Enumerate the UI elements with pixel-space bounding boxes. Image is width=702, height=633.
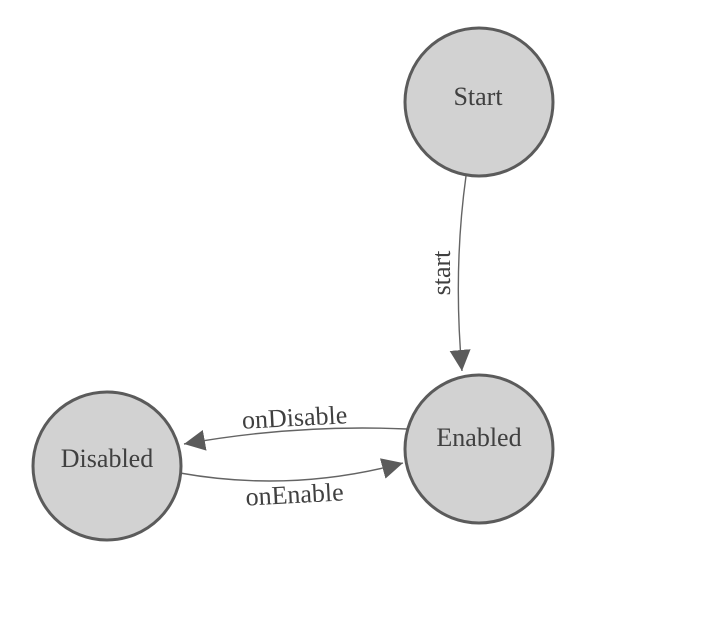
transition-start[interactable]: start xyxy=(427,175,471,372)
transition-onenable-line[interactable] xyxy=(179,458,404,482)
state-circle-enabled[interactable] xyxy=(403,373,555,525)
transition-ondisable-line[interactable] xyxy=(183,427,408,451)
transition-label-ondisable: onDisable xyxy=(241,400,348,434)
transition-ondisable[interactable]: onDisable xyxy=(183,400,408,451)
state-circle-start[interactable] xyxy=(403,26,555,178)
transition-label-start: start xyxy=(427,250,456,296)
transition-onenable[interactable]: onEnable xyxy=(179,458,404,512)
transition-label-onenable: onEnable xyxy=(245,477,345,511)
state-label-start: Start xyxy=(453,82,503,111)
transition-start-line[interactable] xyxy=(449,175,471,372)
state-node-start[interactable]: Start xyxy=(403,26,555,178)
state-label-enabled: Enabled xyxy=(436,423,521,452)
state-node-disabled[interactable]: Disabled xyxy=(31,390,183,542)
state-label-disabled: Disabled xyxy=(61,444,153,473)
state-node-enabled[interactable]: Enabled xyxy=(403,373,555,525)
state-circle-disabled[interactable] xyxy=(31,390,183,542)
